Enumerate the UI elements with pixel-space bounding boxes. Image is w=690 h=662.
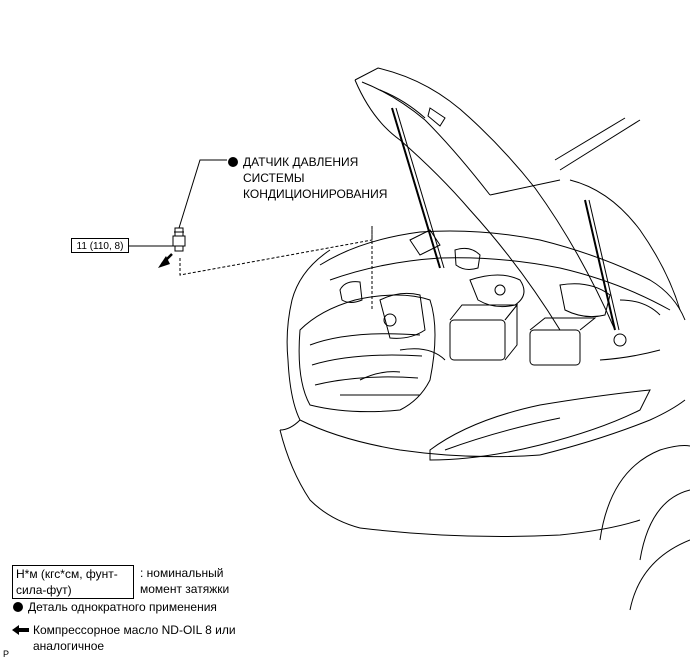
part-name-line-3: КОНДИЦИОНИРОВАНИЯ <box>243 187 388 201</box>
part-name-line-1: ДАТЧИК ДАВЛЕНИЯ <box>243 155 359 169</box>
legend-torque-units-line-1: Н*м (кгс*см, фунт- <box>16 567 118 581</box>
legend-oil-line-2: аналогичное <box>33 639 105 653</box>
torque-spec-box: 11 (110, 8) <box>71 238 129 253</box>
legend-torque-units-box: Н*м (кгс*см, фунт- сила-фут) <box>12 565 134 599</box>
legend-torque-desc-line-2: момент затяжки <box>140 582 230 596</box>
filled-circle-icon <box>228 157 238 167</box>
legend-torque-units-line-2: сила-фут) <box>16 583 72 597</box>
part-name-line-2: СИСТЕМЫ <box>243 171 305 185</box>
filled-circle-icon <box>13 602 23 612</box>
arrow-left-icon <box>12 625 29 635</box>
figure-code: P <box>3 649 10 659</box>
legend-torque-description: : номинальный момент затяжки <box>140 565 229 597</box>
legend-one-time-part: Деталь однократного применения <box>28 600 217 614</box>
legend-oil-line-1: Компрессорное масло ND-OIL 8 или <box>33 623 236 637</box>
part-name-label: ДАТЧИК ДАВЛЕНИЯ СИСТЕМЫ КОНДИЦИОНИРОВАНИ… <box>243 154 387 202</box>
pressure-sensor-drawing <box>172 227 186 252</box>
legend-compressor-oil: Компрессорное масло ND-OIL 8 или аналоги… <box>33 622 236 654</box>
legend-torque-desc-line-1: : номинальный <box>140 566 224 580</box>
